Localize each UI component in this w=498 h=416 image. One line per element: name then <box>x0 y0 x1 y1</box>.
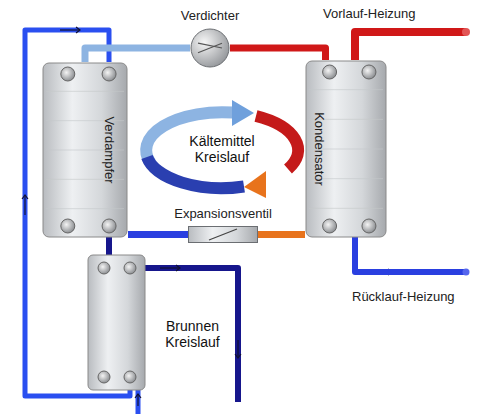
shape-outline <box>188 226 258 243</box>
pipe-line <box>230 48 326 60</box>
compressor-line <box>198 43 222 53</box>
vertical-label: Verdampfer <box>102 116 117 183</box>
plate-rib <box>309 208 383 209</box>
text-holder: Rücklauf-Heizung <box>352 289 455 305</box>
plate-port <box>323 219 337 233</box>
cycle-arrows <box>146 112 298 188</box>
plate-port <box>362 65 376 79</box>
plate-port <box>102 219 116 233</box>
well-exchanger <box>88 255 145 390</box>
text-holder: Verdampfer <box>101 116 117 183</box>
plate-rib <box>46 208 124 209</box>
compressor-symbol <box>191 29 229 67</box>
pipe-end <box>462 28 470 36</box>
component-label: Verdichter <box>181 8 240 23</box>
pipe-end <box>463 269 470 276</box>
plate-port <box>102 67 116 81</box>
text-holder: Brunnen Kreislauf <box>155 318 230 350</box>
supply-pipe <box>355 32 466 60</box>
text-holder: Kondensator <box>311 112 327 186</box>
well-label: Brunnen Kreislauf <box>155 318 230 350</box>
well-pipe <box>136 388 141 414</box>
evaporator-node: Verdampfer <box>42 62 128 238</box>
plate-port <box>362 219 376 233</box>
valve-node: Expansionsventil <box>188 226 258 243</box>
supply-label: Vorlauf-Heizung <box>323 6 416 21</box>
plate-body <box>43 63 127 237</box>
valve-line <box>209 229 237 240</box>
component-label: Expansionsventil <box>174 206 272 221</box>
plate-rib <box>46 91 124 92</box>
cycle-label: Kältemittel Kreislauf <box>182 133 262 165</box>
text-holder: Verdichter <box>181 8 240 24</box>
valve-symbol <box>189 227 258 243</box>
arrow-head <box>244 171 266 198</box>
plate-body <box>306 61 386 237</box>
pipe-connector <box>230 48 326 60</box>
compressor-line <box>198 43 222 48</box>
plate-port <box>61 67 75 81</box>
plate-rib <box>309 89 383 90</box>
shape-outline <box>190 28 230 68</box>
text-holder: Expansionsventil <box>174 206 272 222</box>
pipe-line <box>128 231 188 238</box>
text-holder: Kältemittel Kreislauf <box>182 133 262 165</box>
condenser-node: Kondensator <box>305 60 387 238</box>
plate-port <box>323 65 337 79</box>
pipe-connector <box>85 48 190 62</box>
plate-port <box>61 219 75 233</box>
arrow-head <box>232 100 254 126</box>
flow-arrows <box>22 27 440 406</box>
text-holder: Vorlauf-Heizung <box>323 6 416 22</box>
return-pipe <box>355 236 466 272</box>
pipe-connector <box>128 234 188 235</box>
well-pipe <box>140 268 238 402</box>
pipe-connector <box>258 234 305 235</box>
pipe-line <box>85 48 190 62</box>
vertical-label: Kondensator <box>312 112 327 186</box>
pipe-line <box>258 231 305 238</box>
return-label: Rücklauf-Heizung <box>352 289 455 304</box>
compressor-node: Verdichter <box>190 28 230 68</box>
